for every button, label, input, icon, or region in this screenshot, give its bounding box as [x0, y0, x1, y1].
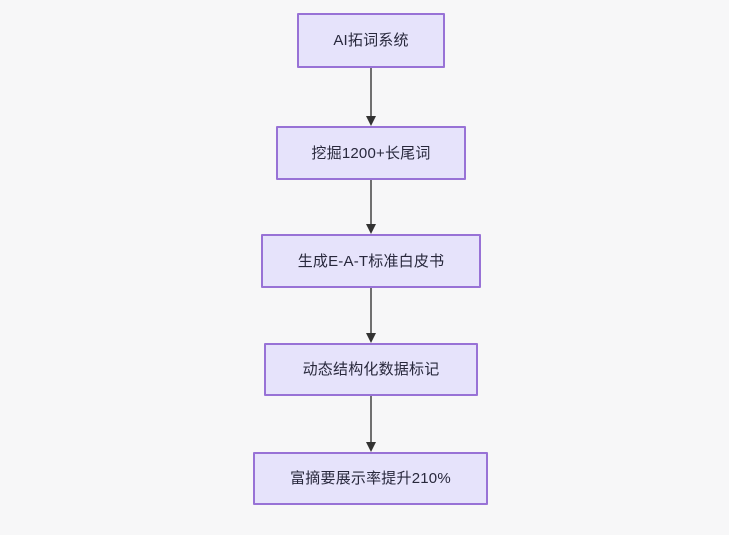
edge-n3-n4 — [363, 288, 379, 343]
flow-node-dynamic-structured-data-markup[interactable]: 动态结构化数据标记 — [264, 343, 478, 396]
flow-node-ai-keyword-system[interactable]: AI拓词系统 — [297, 13, 445, 68]
flow-node-generate-eat-whitepaper[interactable]: 生成E-A-T标准白皮书 — [261, 234, 481, 288]
edge-n1-n2 — [363, 68, 379, 126]
flow-node-mine-longtail-keywords[interactable]: 挖掘1200+长尾词 — [276, 126, 466, 180]
flow-node-label: AI拓词系统 — [333, 32, 409, 49]
flow-node-label: 生成E-A-T标准白皮书 — [297, 252, 445, 270]
edge-n2-n3 — [363, 180, 379, 234]
flow-node-label: 动态结构化数据标记 — [302, 361, 440, 378]
flow-node-rich-snippet-impression-uplift[interactable]: 富摘要展示率提升210% — [253, 452, 488, 505]
flow-node-label: 挖掘1200+长尾词 — [311, 144, 431, 162]
edge-n4-n5 — [363, 396, 379, 452]
flow-node-label: 富摘要展示率提升210% — [290, 470, 451, 487]
